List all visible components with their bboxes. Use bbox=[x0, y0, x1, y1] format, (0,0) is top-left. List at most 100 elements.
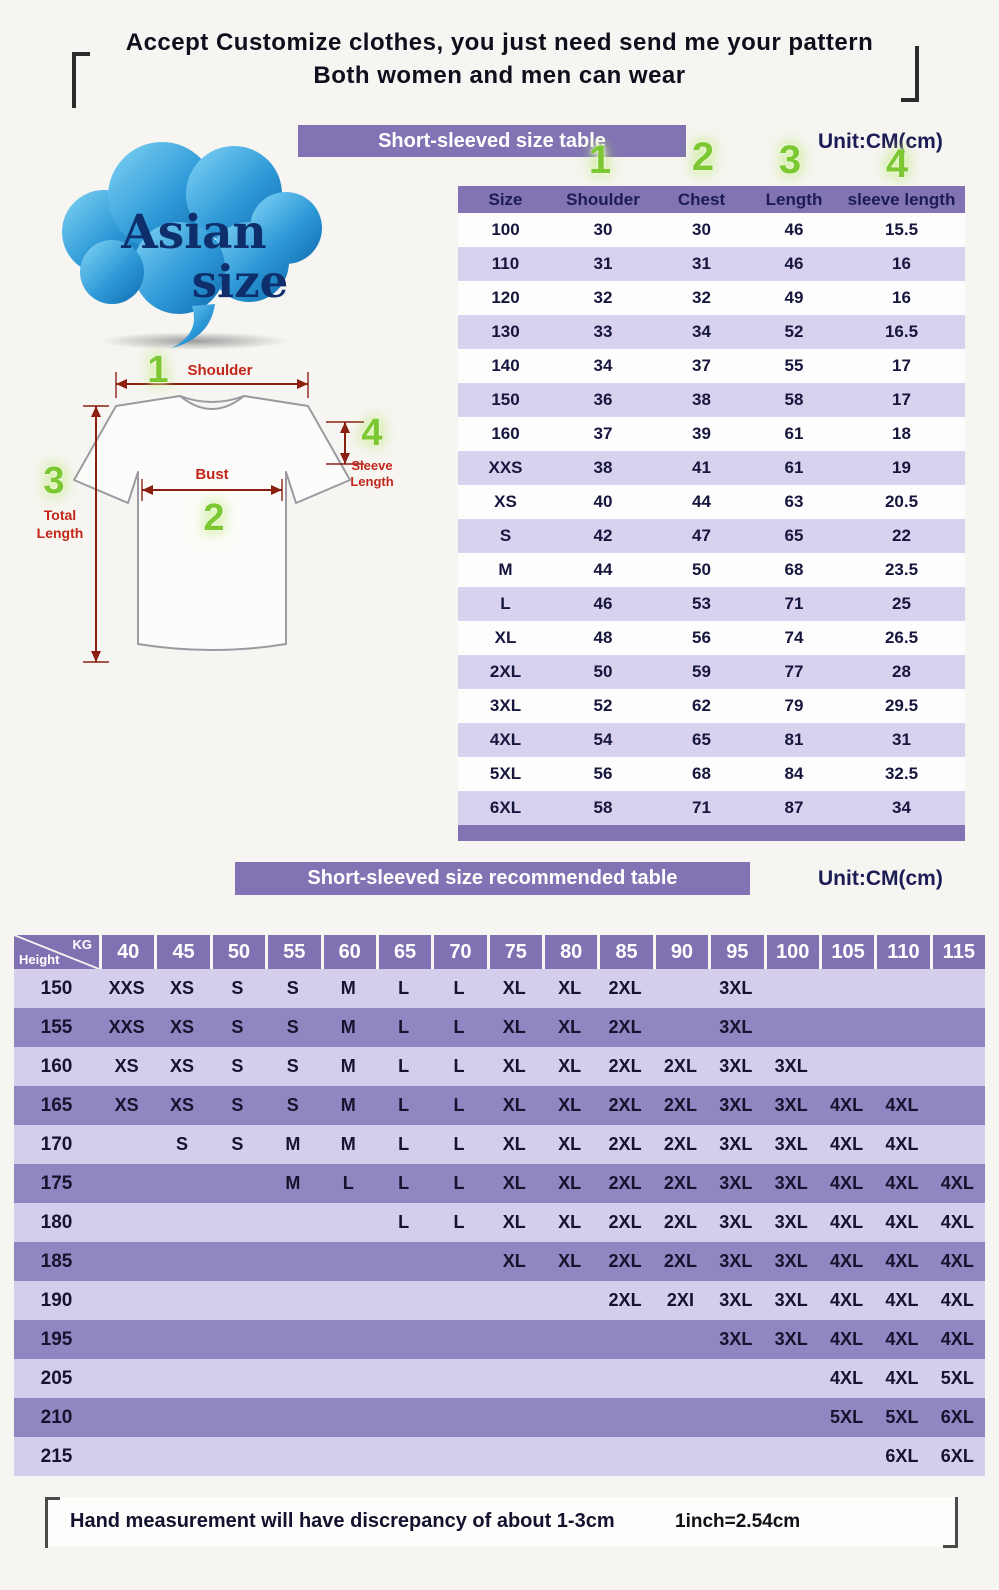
rec-table-cell: XL bbox=[486, 1242, 542, 1281]
size-table-cell: 34 bbox=[892, 798, 911, 817]
rec-table-cell bbox=[763, 1008, 819, 1047]
rec-table-height-cell: 190 bbox=[14, 1281, 99, 1320]
rec-table-cell: 3XL bbox=[763, 1203, 819, 1242]
size-table-cell: 130 bbox=[491, 322, 520, 341]
top-banner: Accept Customize clothes, you just need … bbox=[0, 26, 999, 92]
rec-table-cell bbox=[486, 1320, 542, 1359]
rec-table-cell bbox=[209, 1242, 266, 1281]
size-table-cell: 81 bbox=[784, 730, 804, 749]
size-table-cell: 32 bbox=[692, 288, 711, 307]
rec-table-height-cell: 155 bbox=[14, 1008, 99, 1047]
size-table-cell: XL bbox=[494, 628, 517, 647]
rec-table-cell: 4XL bbox=[874, 1242, 930, 1281]
rec-table-cell: L bbox=[375, 1008, 432, 1047]
rec-table-height-cell: 160 bbox=[14, 1047, 99, 1086]
shoulder-label: Shoulder bbox=[187, 362, 252, 379]
rec-table-cell bbox=[486, 1398, 542, 1437]
rec-table-cell: 2XL bbox=[597, 969, 653, 1008]
rec-table-height-cell: 210 bbox=[14, 1398, 99, 1437]
size-table-cell: 40 bbox=[593, 492, 613, 511]
rec-table-cell bbox=[99, 1437, 155, 1476]
rec-table-cell: 2XL bbox=[652, 1086, 709, 1125]
size-table-cell: 87 bbox=[784, 798, 804, 817]
rec-table-cell bbox=[99, 1359, 155, 1398]
rec-table-cell: 4XL bbox=[818, 1320, 875, 1359]
rec-table-cell: 4XL bbox=[874, 1320, 930, 1359]
banner-bracket-right bbox=[901, 46, 919, 102]
footer-note-panel bbox=[45, 1497, 957, 1547]
rec-table-weight-header: 40 bbox=[99, 935, 155, 969]
rec-table-cell: 2XL bbox=[652, 1164, 709, 1203]
size-table-cell: XXS bbox=[488, 458, 523, 477]
rec-table-cell bbox=[542, 1281, 598, 1320]
rec-table-cell: 2XI bbox=[652, 1281, 709, 1320]
rec-table-cell bbox=[99, 1125, 155, 1164]
rec-table-cell: 4XL bbox=[818, 1125, 875, 1164]
size-table-cell: 50 bbox=[593, 662, 613, 681]
size-table-cell: 30 bbox=[593, 220, 613, 239]
size-table-header-cell: Shoulder bbox=[566, 189, 640, 209]
rec-table-cell bbox=[818, 1437, 875, 1476]
corner-header-cell: KG Height bbox=[14, 935, 99, 969]
rec-table-weight-header: 80 bbox=[542, 935, 598, 969]
rec-table-cell bbox=[597, 1437, 653, 1476]
rec-table-cell bbox=[818, 1008, 875, 1047]
size-table-cell: 37 bbox=[692, 356, 711, 375]
size-table-cell: 3XL bbox=[489, 696, 522, 715]
rec-table-cell: M bbox=[320, 969, 376, 1008]
rec-table-weight-header: 55 bbox=[265, 935, 321, 969]
rec-table-cell: XL bbox=[542, 1047, 598, 1086]
rec-table-cell: L bbox=[375, 1164, 432, 1203]
section2-unit-label: Unit:CM(cm) bbox=[818, 867, 943, 890]
cloud-text-line1: Asian bbox=[120, 205, 266, 260]
rec-table-weight-header: 85 bbox=[597, 935, 653, 969]
size-table-cell: 33 bbox=[593, 322, 613, 341]
rec-table-cell bbox=[708, 1437, 764, 1476]
diagram-marker-2: 2 bbox=[203, 497, 225, 539]
size-table-cell: 84 bbox=[784, 764, 804, 783]
size-table-cell: 32.5 bbox=[884, 764, 919, 783]
size-table-cell: 20.5 bbox=[884, 492, 919, 511]
kg-corner-label: KG bbox=[72, 937, 93, 952]
height-corner-label: Height bbox=[19, 952, 60, 967]
rec-table-cell: XL bbox=[486, 1164, 542, 1203]
size-table-cell: 6XL bbox=[489, 798, 522, 817]
corner-diagonal-line bbox=[14, 935, 99, 969]
rec-table-cell: S bbox=[209, 969, 266, 1008]
rec-table-cell: 4XL bbox=[874, 1359, 930, 1398]
rec-table-weight-header: 65 bbox=[375, 935, 432, 969]
rec-table-height-cell: 175 bbox=[14, 1164, 99, 1203]
rec-table-cell bbox=[708, 1359, 764, 1398]
rec-table-cell: 4XL bbox=[929, 1242, 985, 1281]
size-table-cell: 46 bbox=[784, 220, 804, 239]
size-table-cell: 50 bbox=[692, 560, 711, 579]
banner-line-2: Both women and men can wear bbox=[313, 62, 686, 89]
rec-table-cell: L bbox=[431, 1047, 487, 1086]
rec-table-cell: XL bbox=[486, 1008, 542, 1047]
rec-table-cell bbox=[99, 1203, 155, 1242]
rec-table-cell: 3XL bbox=[708, 969, 764, 1008]
rec-table-weight-header: 95 bbox=[708, 935, 764, 969]
size-table-bottom-strip bbox=[458, 825, 965, 841]
rec-table-cell bbox=[154, 1437, 210, 1476]
size-table-cell: 77 bbox=[784, 662, 804, 681]
size-table-cell: 58 bbox=[593, 798, 613, 817]
size-table-cell: 38 bbox=[692, 390, 711, 409]
size-table-cell: 29.5 bbox=[884, 696, 919, 715]
rec-table-cell bbox=[265, 1320, 321, 1359]
rec-table-cell: 5XL bbox=[818, 1398, 875, 1437]
rec-table-cell: 3XL bbox=[708, 1203, 764, 1242]
size-table-cell: 39 bbox=[692, 424, 711, 443]
rec-table-cell bbox=[542, 1359, 598, 1398]
rec-table-cell bbox=[154, 1164, 210, 1203]
rec-table-cell: 3XL bbox=[708, 1320, 764, 1359]
measurement-discrepancy-note: Hand measurement will have discrepancy o… bbox=[70, 1510, 615, 1532]
rec-table-cell bbox=[818, 1047, 875, 1086]
size-table-cell: XS bbox=[494, 492, 517, 511]
rec-table-cell bbox=[265, 1203, 321, 1242]
